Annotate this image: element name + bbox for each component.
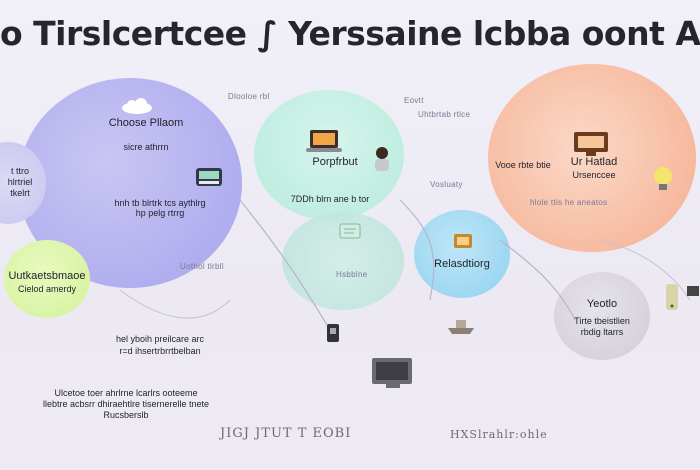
laptop-icon xyxy=(306,128,342,159)
update-title: Ur Hatlad xyxy=(570,156,618,168)
choose-desc-line2: hp pelg rtrrg xyxy=(135,208,185,218)
grey-bubble xyxy=(554,272,650,360)
bottom-desc-line3: Rucsberslb xyxy=(103,410,149,420)
person-icon xyxy=(372,146,392,177)
vuo-line2: hlole ttis he aneatos xyxy=(530,198,608,207)
mid-label-a: Dlooloe rbl xyxy=(228,92,270,101)
computer-icon xyxy=(572,130,610,163)
grey-line1: Tirte tbeistlien xyxy=(574,316,630,326)
page-title: o Tirslcertcee ∫ Yerssaine lcbba oont Ac… xyxy=(0,14,700,53)
footer-left: JIGJ JTUT T EOBI xyxy=(220,426,352,441)
mid-label-c: Eovtt xyxy=(404,96,424,105)
ship-icon xyxy=(446,318,476,341)
relationship-bubble xyxy=(414,210,510,298)
bottom-desc-line2: llebtre acbsrr dhiraehtlre tisernerelle … xyxy=(42,399,210,409)
update-bubble xyxy=(488,64,696,252)
gear-icon xyxy=(322,322,344,351)
footer-right: HXSlrahlr:ohle xyxy=(450,428,548,441)
monitor-icon-2 xyxy=(370,356,416,395)
center-desc-line1: hel yboih preilcare arc xyxy=(115,334,205,344)
green-subtitle: Cielod amerdy xyxy=(17,284,77,294)
vuo-line1: Vooe rbte btie xyxy=(495,160,551,170)
device-icon xyxy=(194,166,224,195)
book-icon xyxy=(452,232,474,255)
left-node-line2: hlrtriel xyxy=(7,177,33,187)
monitor-icon xyxy=(686,284,700,305)
mid-label-d: Hsbblne xyxy=(336,270,368,279)
grey-title: Yeotlo xyxy=(586,298,618,310)
left-node-line1: t ttro xyxy=(10,166,29,176)
center-desc-line2: r=d ihsertrbrrtbelban xyxy=(119,346,201,356)
scroll-icon xyxy=(338,222,362,245)
bulb-icon xyxy=(652,166,674,197)
choose-platform-subtitle: sicre athrrn xyxy=(123,142,169,152)
preparation-title: Porpfrbut xyxy=(312,156,358,168)
choose-platform-title: Choose Pllaom xyxy=(108,117,184,129)
mid-label-e: Vosluaty xyxy=(430,180,463,189)
choose-desc-line1: hnh tb blrtrk tcs aythlrg xyxy=(114,198,206,208)
relationship-title: Relasdtiorg xyxy=(434,258,490,270)
preparation-desc: 7DDh blrn ane b tor xyxy=(290,194,370,204)
bottom-desc-line1: Ulcetoe toer ahrlrne lcarlrs ooteeme xyxy=(54,388,198,398)
green-title: Uutkaetsbmaoe xyxy=(8,270,86,282)
update-subtitle: Ursenccee xyxy=(572,170,616,180)
left-node-line3: tkelrt xyxy=(10,188,30,198)
green-bubble xyxy=(4,240,90,318)
cloud-icon xyxy=(120,98,154,119)
grey-line2: rbdig ltarrs xyxy=(580,327,624,337)
mid-label-f: Uothol tlrbll xyxy=(180,262,224,271)
mid-label-b: Uhtbrtab rtlce xyxy=(418,110,471,119)
phone-icon xyxy=(664,282,682,317)
